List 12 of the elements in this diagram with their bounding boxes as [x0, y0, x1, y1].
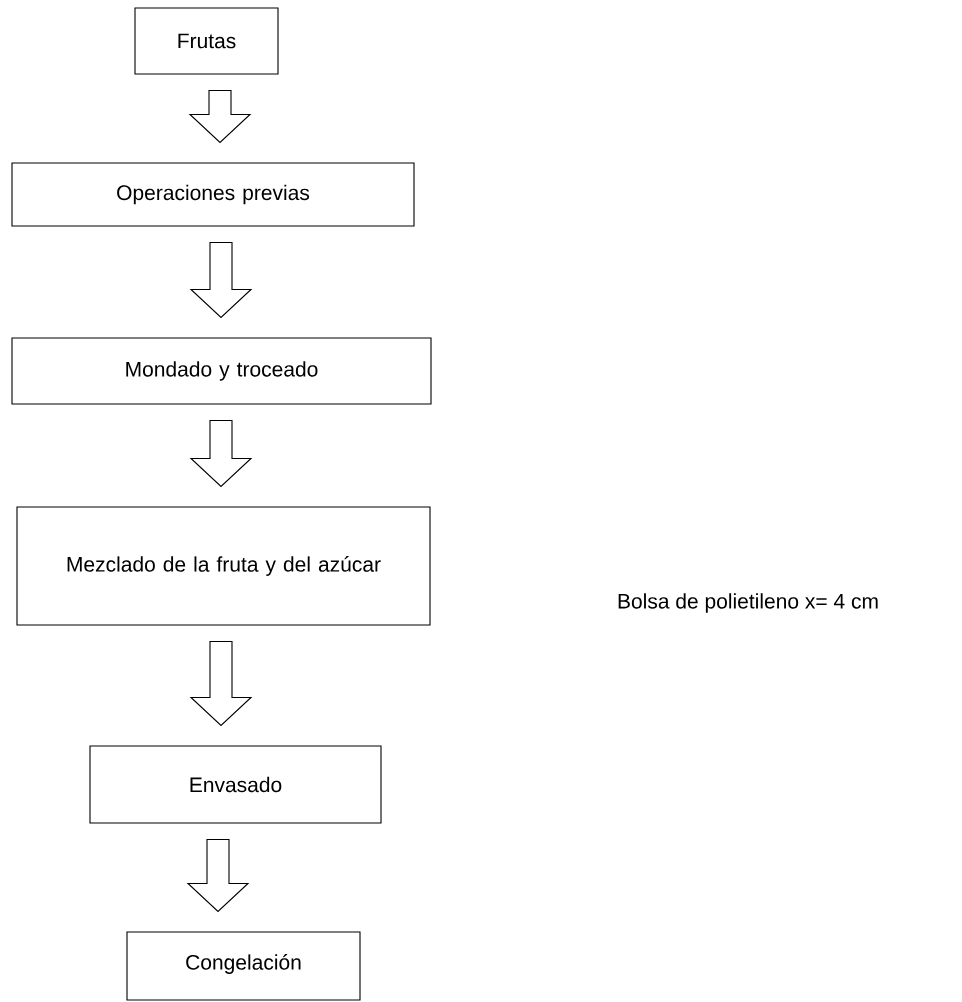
process-box: Envasado: [89, 745, 382, 824]
process-box: Mondado y troceado: [11, 337, 432, 405]
process-box: Congelación: [126, 931, 361, 1001]
note-text: Bolsa de polietileno x= 4 cm: [618, 593, 878, 613]
block-arrow: [189, 420, 253, 488]
block-arrow: [188, 90, 252, 144]
process-box: Operaciones previas: [11, 162, 415, 227]
block-arrow: [189, 641, 253, 727]
process-box: Frutas: [134, 7, 279, 75]
block-arrow: [186, 839, 250, 913]
process-box: Mezclado de la fruta y del azúcar: [16, 506, 431, 626]
block-arrow: [189, 242, 253, 319]
